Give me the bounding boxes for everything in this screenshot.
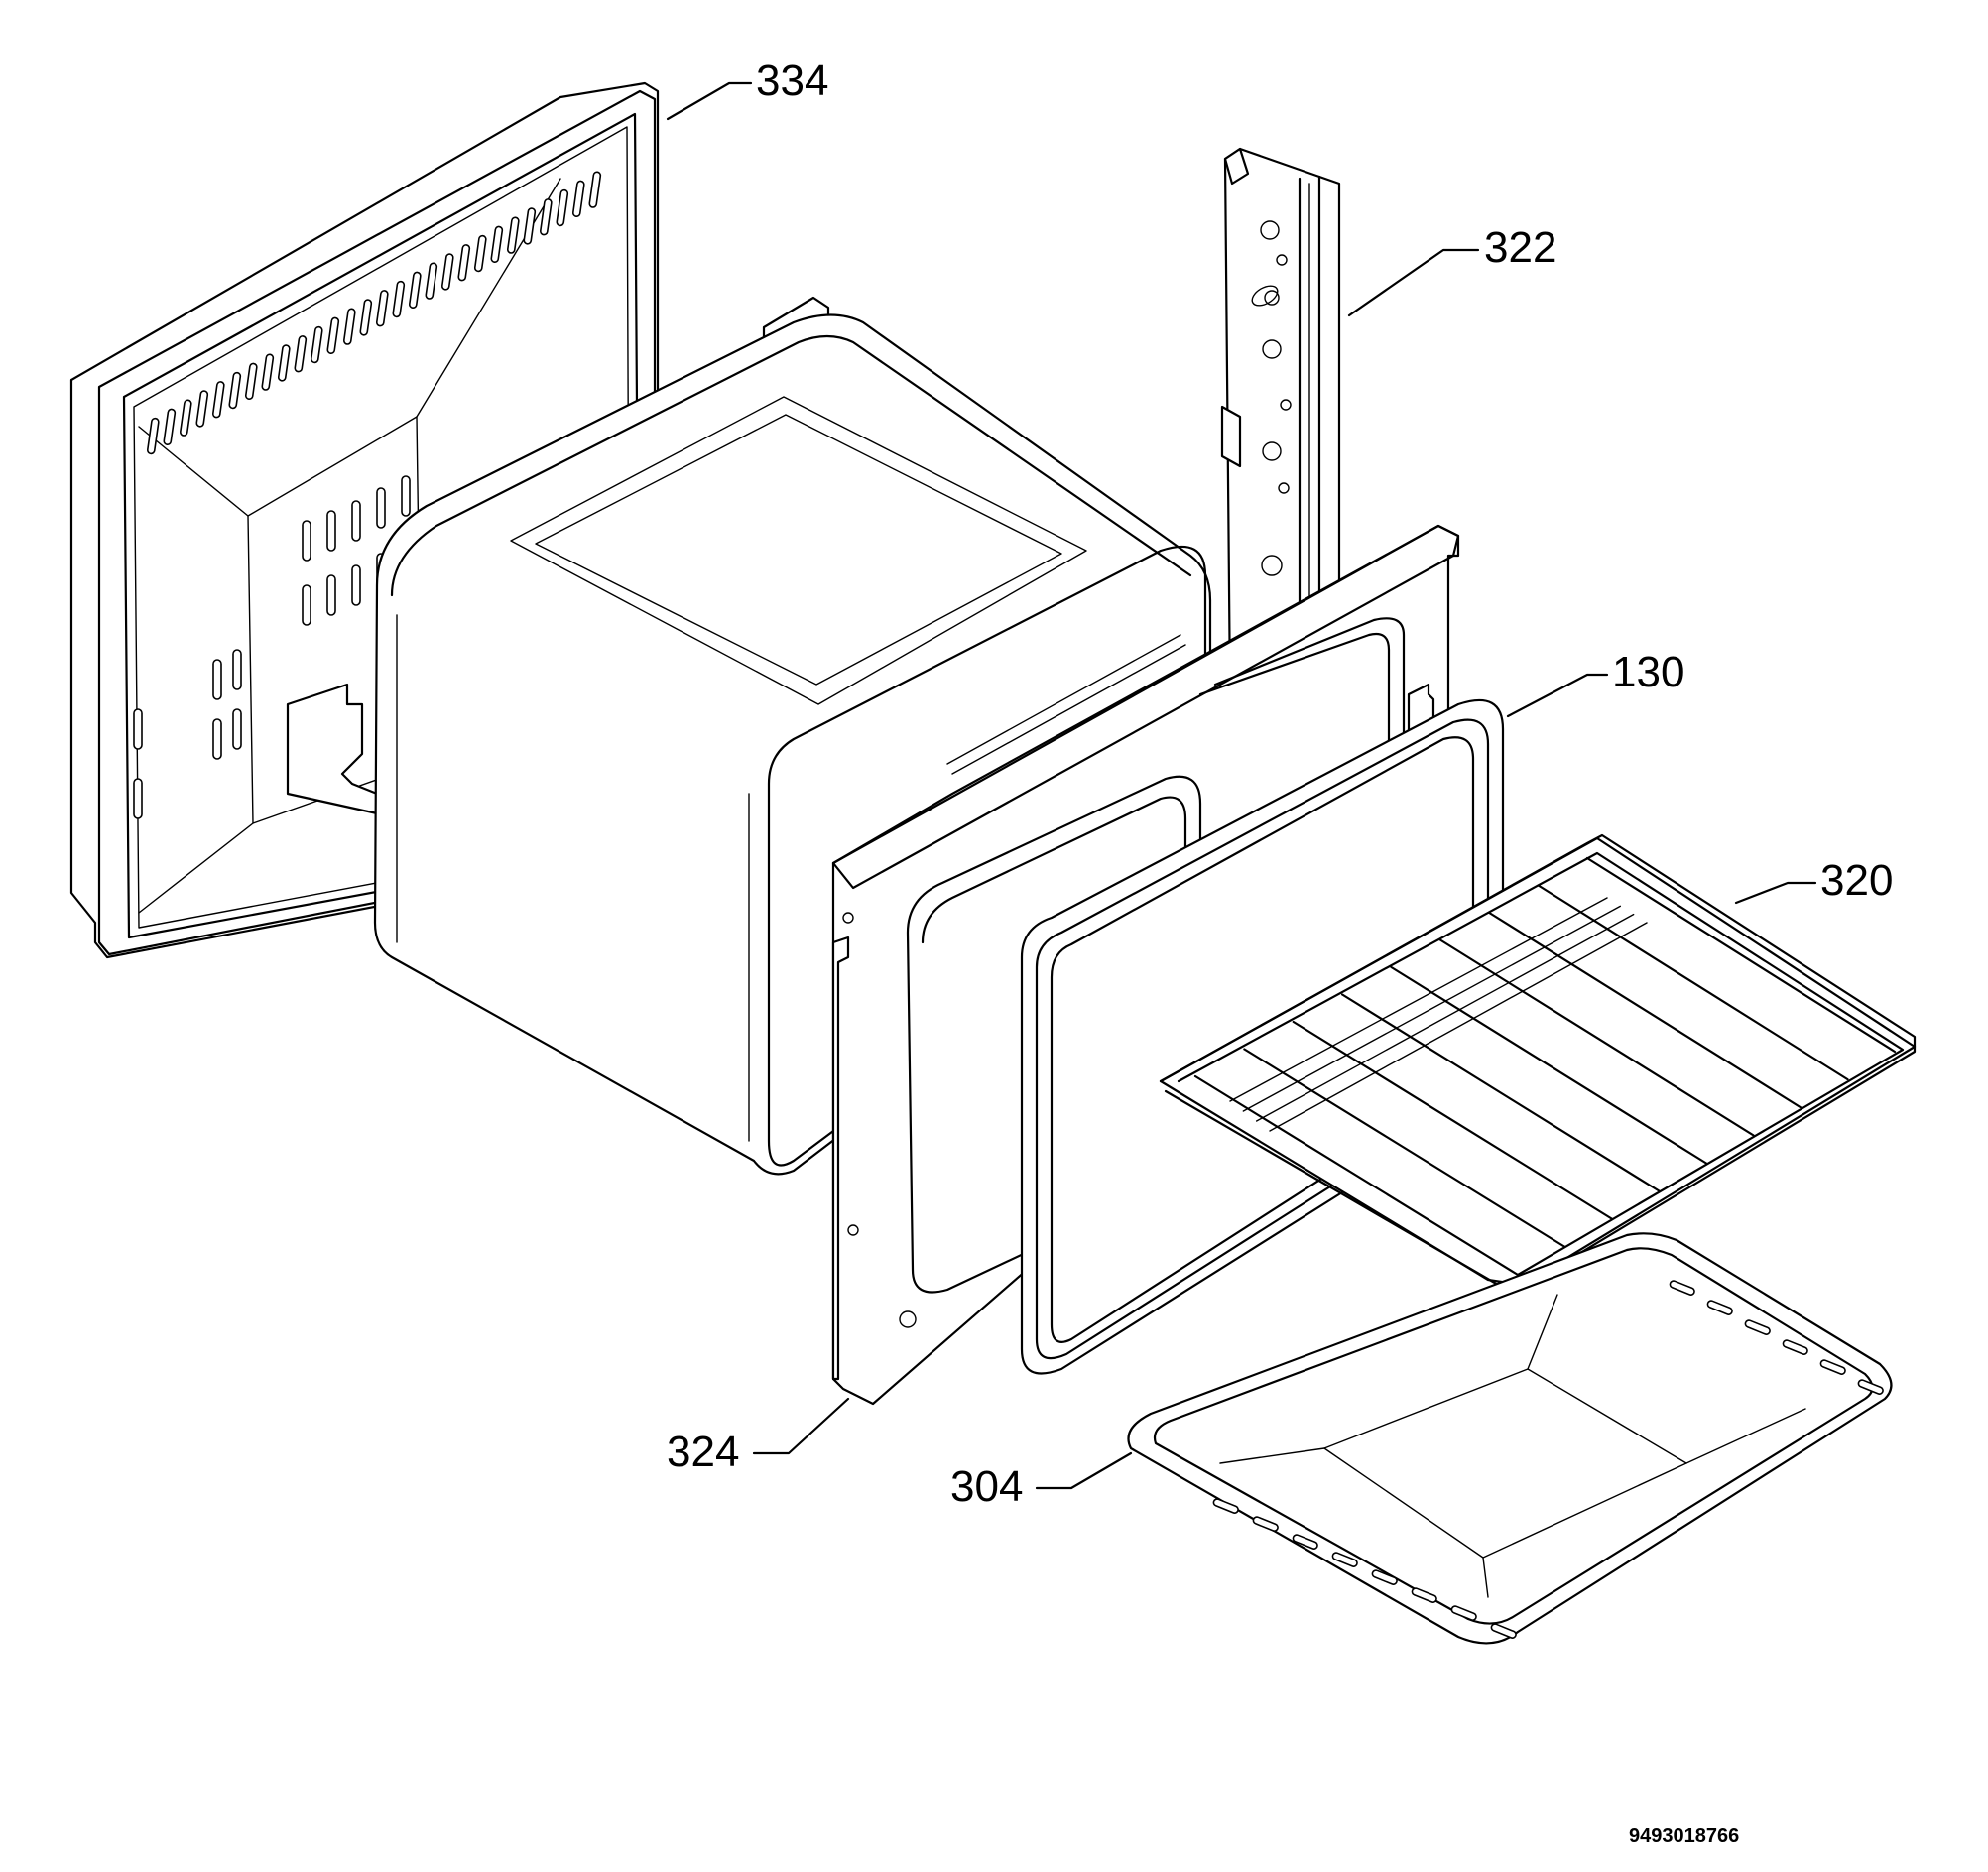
tray-slot — [1411, 1587, 1437, 1603]
tray-slot — [1450, 1605, 1477, 1621]
vent-slot — [392, 280, 406, 318]
tray-slot — [1669, 1280, 1695, 1296]
tray-slot — [1331, 1552, 1358, 1567]
vent-slot — [490, 225, 504, 264]
tray-slot — [1782, 1339, 1808, 1355]
shelf-bar — [1438, 938, 1755, 1137]
tray-slot — [1212, 1498, 1239, 1514]
baking-tray-rim-slots — [1212, 1280, 1884, 1639]
callout-leader-lines — [666, 81, 1817, 1490]
vent-slot — [326, 510, 336, 552]
shelf-bar — [1193, 1074, 1520, 1277]
tray-slot — [1819, 1359, 1846, 1375]
rail-hole — [1264, 290, 1280, 306]
rail-hole — [1260, 220, 1280, 240]
tray-slot — [1490, 1623, 1517, 1639]
vent-slot — [277, 344, 291, 382]
tray-slot — [1252, 1516, 1279, 1532]
vent-slot — [244, 362, 258, 401]
shelf-bar — [1390, 965, 1708, 1165]
vent-slot — [232, 649, 242, 690]
callout-320: 320 — [1820, 856, 1894, 905]
vent-slot — [506, 216, 520, 254]
rail-hole — [1278, 482, 1290, 494]
rail-hole — [1280, 399, 1292, 411]
shelf-cross-wire — [1269, 922, 1648, 1132]
vent-slot — [195, 390, 209, 428]
vent-slot — [425, 262, 438, 300]
shelf-bar — [1585, 856, 1897, 1054]
vent-slot — [556, 188, 569, 227]
rear-panel-vent-slots — [133, 171, 602, 819]
vent-slot — [401, 475, 411, 517]
vent-slot — [571, 180, 585, 218]
drawing-code: 9493018766 — [1629, 1825, 1740, 1847]
shelf-bar — [1537, 884, 1849, 1081]
runner-line — [946, 634, 1181, 765]
vent-slot — [211, 381, 225, 419]
vent-slot — [457, 244, 471, 282]
vent-slot — [326, 574, 336, 616]
callout-334: 334 — [756, 57, 829, 105]
rail-hole — [1262, 441, 1282, 461]
vent-slot — [342, 308, 356, 345]
vent-slot — [375, 290, 389, 327]
vent-slot — [163, 408, 177, 446]
vent-slot — [212, 659, 222, 700]
vent-slot — [302, 520, 311, 562]
vent-slot — [588, 171, 602, 208]
vent-slot — [326, 316, 340, 355]
runner-line — [951, 644, 1186, 775]
vent-slot — [408, 271, 422, 310]
tray-slot — [1744, 1319, 1771, 1335]
shelf-cross-wire — [1255, 913, 1635, 1122]
tray-slot — [1857, 1379, 1884, 1395]
vent-slot — [228, 371, 242, 410]
oven-shelf-320 — [1159, 833, 1917, 1287]
vent-slot — [146, 417, 160, 455]
callout-130: 130 — [1612, 648, 1685, 696]
vent-slot — [133, 778, 143, 819]
vent-slot — [539, 198, 553, 236]
vent-slot — [523, 207, 537, 245]
vent-slot — [310, 325, 323, 364]
vent-slot — [351, 564, 361, 606]
tray-slot — [1706, 1300, 1733, 1315]
vent-slot — [473, 234, 487, 273]
callout-322: 322 — [1484, 223, 1557, 272]
baking-tray-304 — [1127, 1232, 1893, 1645]
shelf-cross-wire — [1229, 897, 1608, 1102]
vent-slot — [212, 718, 222, 760]
shelf-bar — [1341, 993, 1661, 1192]
oven-shelf-bars — [1193, 856, 1897, 1277]
vent-slot — [359, 299, 373, 336]
vent-slot — [440, 253, 454, 291]
vent-slot — [302, 584, 311, 626]
rail-hole — [1276, 254, 1288, 266]
vent-slot — [179, 399, 192, 437]
tray-slot — [1371, 1569, 1398, 1585]
vent-slot — [294, 335, 308, 373]
rail-hole — [1262, 339, 1282, 359]
shelf-bar — [1488, 911, 1802, 1109]
vent-slot — [376, 487, 386, 529]
vent-slot — [232, 708, 242, 750]
vent-slot — [351, 500, 361, 542]
vent-slot — [261, 353, 275, 391]
tray-slot — [1292, 1534, 1318, 1550]
shelf-cross-wire — [1242, 905, 1622, 1112]
rail-hole — [1261, 555, 1283, 576]
callout-324: 324 — [667, 1428, 740, 1476]
vent-slot — [133, 708, 143, 750]
callout-304: 304 — [950, 1462, 1024, 1511]
rail-slot — [1251, 285, 1279, 307]
